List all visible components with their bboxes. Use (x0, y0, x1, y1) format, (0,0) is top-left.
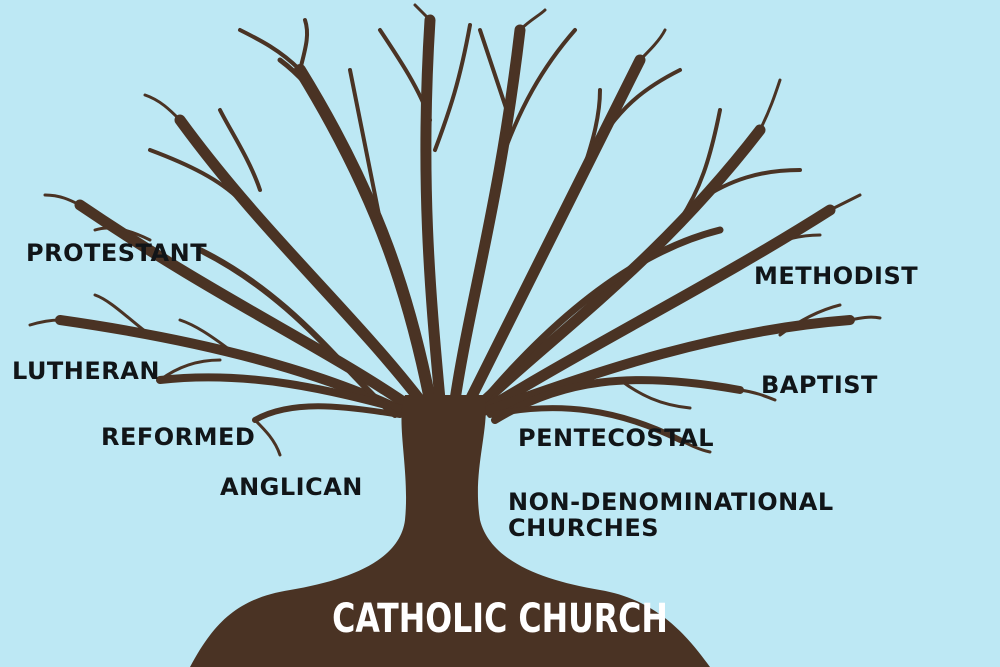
branch-group (28, 3, 882, 457)
label-anglican: ANGLICAN (220, 473, 363, 501)
label-non-denominational-line1: NON-DENOMINATIONAL (508, 488, 834, 516)
label-methodist: METHODIST (754, 262, 919, 290)
label-baptist: BAPTIST (761, 371, 878, 399)
label-pentecostal: PENTECOSTAL (518, 424, 715, 452)
label-reformed: REFORMED (101, 423, 256, 451)
label-lutheran: LUTHERAN (12, 357, 160, 385)
root-label-catholic-church: CATHOLIC CHURCH (332, 596, 668, 642)
label-non-denominational-line2: CHURCHES (508, 514, 660, 543)
label-non-denominational: NON-DENOMINATIONAL CHURCHES (508, 489, 834, 542)
label-protestant: PROTESTANT (26, 239, 208, 267)
trunk-and-roots (190, 395, 710, 667)
